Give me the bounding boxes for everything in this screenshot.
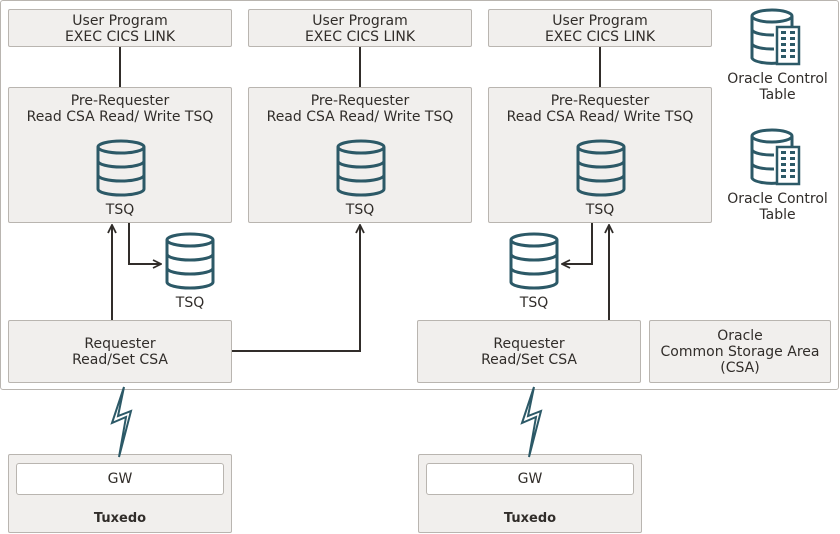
user-program-subtitle: EXEC CICS LINK bbox=[64, 29, 176, 45]
common-storage-area-box[interactable]: Oracle Common Storage Area (CSA) bbox=[649, 320, 831, 383]
user-program-subtitle: EXEC CICS LINK bbox=[304, 29, 416, 45]
lightning-link-icon bbox=[110, 386, 133, 458]
database-icon bbox=[509, 232, 559, 290]
user-program-title: User Program bbox=[312, 13, 408, 29]
oracle-control-table-label: Table bbox=[759, 87, 796, 103]
tuxedo-box[interactable]: GW Tuxedo bbox=[8, 454, 232, 533]
requester-box[interactable]: Requester Read/Set CSA bbox=[8, 320, 232, 383]
pre-requester-box[interactable]: Pre-Requester Read CSA Read/ Write TSQ T… bbox=[248, 87, 472, 223]
pre-requester-title: Pre-Requester bbox=[550, 93, 650, 109]
tsq-label: TSQ bbox=[105, 202, 135, 218]
database-table-icon bbox=[750, 8, 801, 66]
pre-requester-title: Pre-Requester bbox=[70, 93, 170, 109]
lightning-link-icon bbox=[520, 386, 543, 458]
oracle-control-table-label: Oracle Control bbox=[727, 191, 828, 207]
gateway-label: GW bbox=[107, 471, 133, 487]
database-icon bbox=[96, 139, 146, 197]
tsq-label: TSQ bbox=[175, 295, 205, 311]
requester-box[interactable]: Requester Read/Set CSA bbox=[417, 320, 641, 383]
database-icon bbox=[336, 139, 386, 197]
tuxedo-box[interactable]: GW Tuxedo bbox=[418, 454, 642, 533]
csa-abbrev: (CSA) bbox=[720, 360, 760, 376]
user-program-subtitle: EXEC CICS LINK bbox=[544, 29, 656, 45]
pre-requester-box[interactable]: Pre-Requester Read CSA Read/ Write TSQ T… bbox=[488, 87, 712, 223]
pre-requester-subtitle: Read CSA Read/ Write TSQ bbox=[26, 109, 214, 125]
csa-title: Oracle bbox=[717, 328, 763, 344]
gateway-label: GW bbox=[517, 471, 543, 487]
tuxedo-label: Tuxedo bbox=[93, 511, 147, 526]
oracle-control-table-label: Oracle Control bbox=[727, 71, 828, 87]
requester-subtitle: Read/Set CSA bbox=[481, 352, 577, 368]
tsq-label: TSQ bbox=[345, 202, 375, 218]
database-icon bbox=[165, 232, 215, 290]
user-program-box[interactable]: User Program EXEC CICS LINK bbox=[248, 9, 472, 47]
pre-requester-box[interactable]: Pre-Requester Read CSA Read/ Write TSQ T… bbox=[8, 87, 232, 223]
database-table-icon bbox=[750, 128, 801, 186]
tsq-label: TSQ bbox=[519, 295, 549, 311]
requester-title: Requester bbox=[493, 336, 565, 352]
user-program-box[interactable]: User Program EXEC CICS LINK bbox=[8, 9, 232, 47]
user-program-box[interactable]: User Program EXEC CICS LINK bbox=[488, 9, 712, 47]
oracle-control-table-label: Table bbox=[759, 207, 796, 223]
user-program-title: User Program bbox=[552, 13, 648, 29]
pre-requester-title: Pre-Requester bbox=[310, 93, 410, 109]
pre-requester-subtitle: Read CSA Read/ Write TSQ bbox=[506, 109, 694, 125]
tuxedo-label: Tuxedo bbox=[503, 511, 557, 526]
tsq-label: TSQ bbox=[585, 202, 615, 218]
requester-title: Requester bbox=[84, 336, 156, 352]
pre-requester-subtitle: Read CSA Read/ Write TSQ bbox=[266, 109, 454, 125]
csa-subtitle: Common Storage Area bbox=[660, 344, 820, 360]
gateway-box[interactable]: GW bbox=[426, 463, 634, 495]
database-icon bbox=[576, 139, 626, 197]
user-program-title: User Program bbox=[72, 13, 168, 29]
requester-subtitle: Read/Set CSA bbox=[72, 352, 168, 368]
gateway-box[interactable]: GW bbox=[16, 463, 224, 495]
